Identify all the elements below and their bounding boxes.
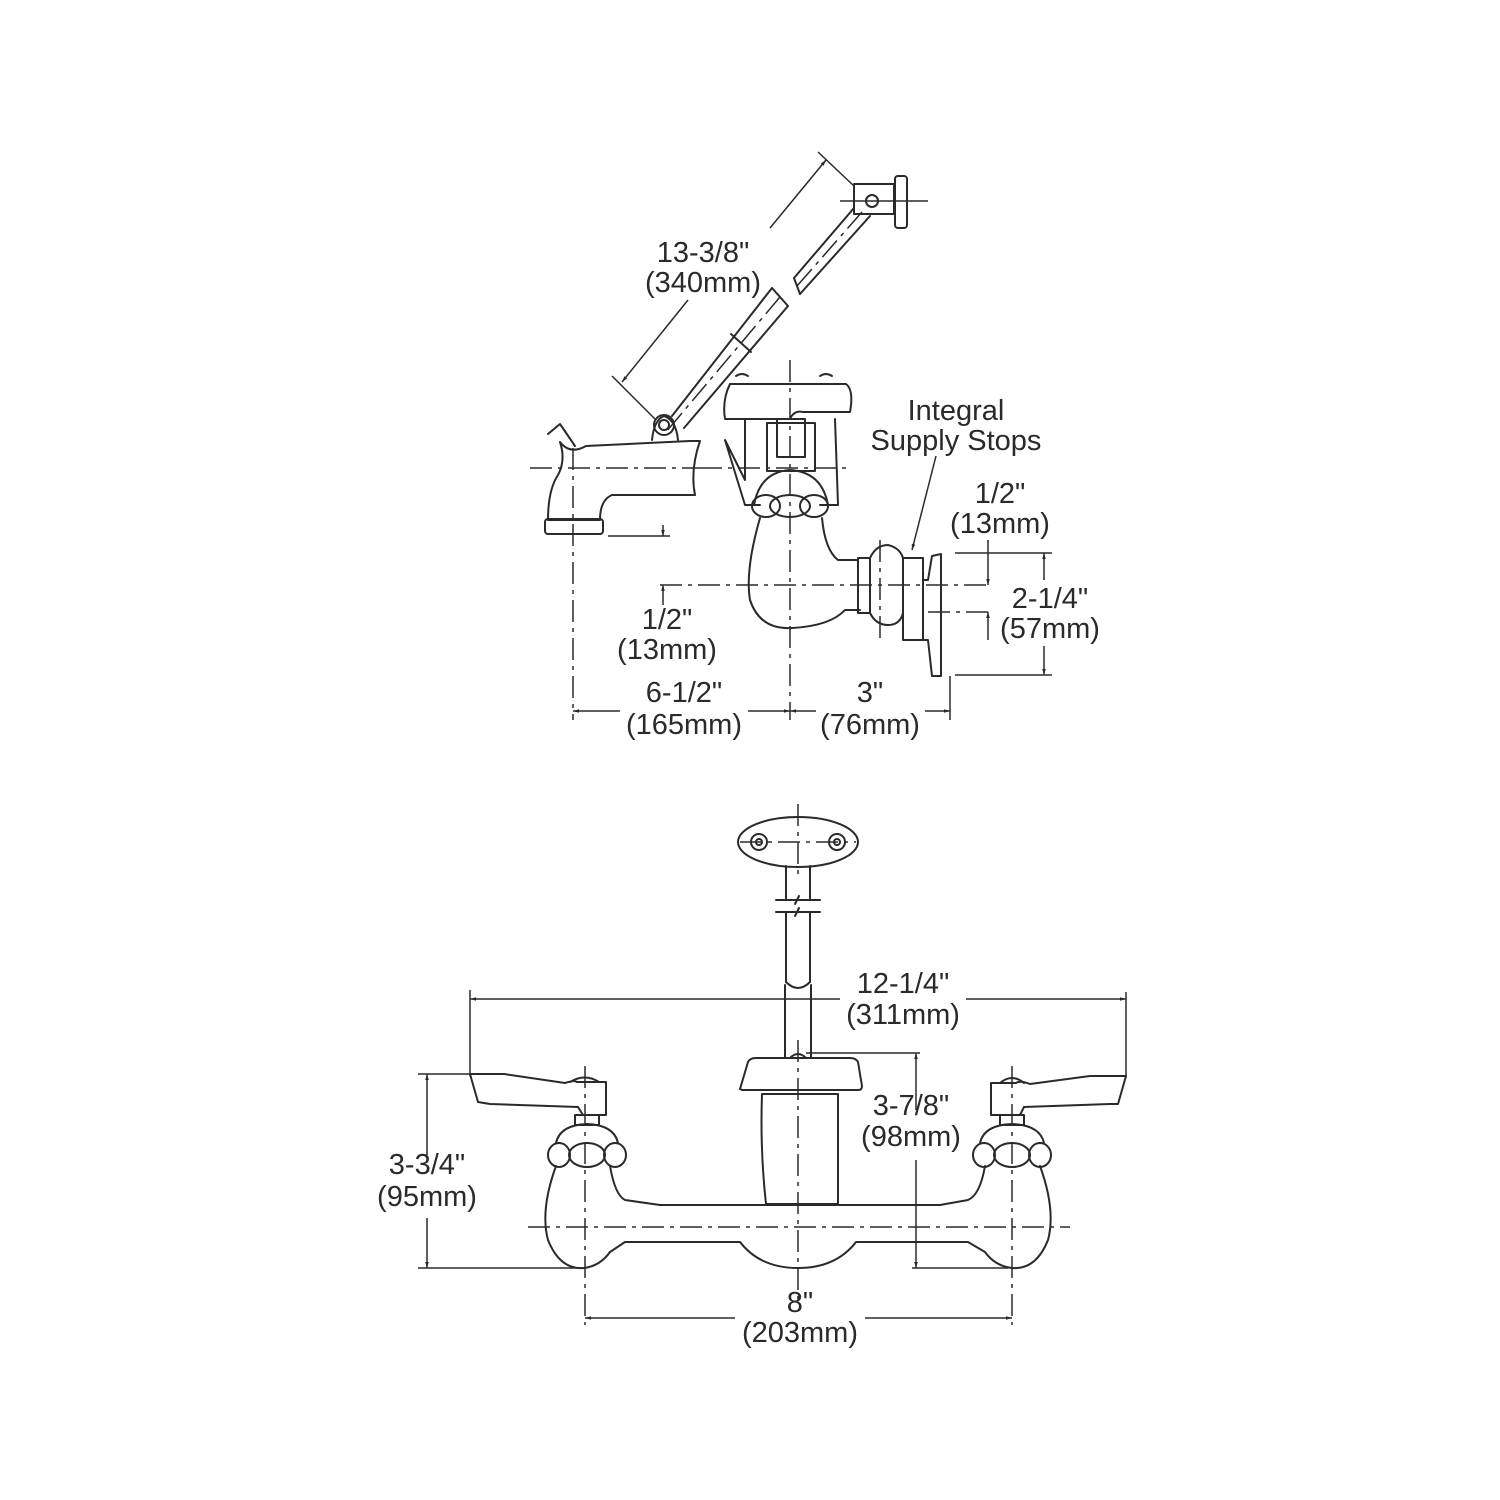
dim-label-inlet-offset-metric: (13mm) [950, 508, 1050, 540]
dimension-overall-width: 12-1/4" (311mm) [469, 968, 1127, 1076]
hose-wall-hook [737, 804, 859, 1059]
dimension-flange-height: 2-1/4" (57mm) [955, 552, 1100, 676]
dim-label-spout-reach-imperial: 6-1/2" [646, 677, 722, 709]
faucet-body [528, 1165, 1070, 1270]
dim-label-inlet-offset-imperial: 1/2" [975, 478, 1026, 510]
spout [530, 415, 701, 720]
dim-label-spout-drop-metric: (13mm) [617, 634, 717, 666]
dim-label-hose-length-imperial: 13-3/8" [657, 237, 750, 269]
front-view: 12-1/4" (311mm) 3-7/8" (98mm) 3-3/4" (95… [377, 804, 1127, 1349]
dim-label-flange-height-imperial: 2-1/4" [1012, 583, 1088, 615]
dim-label-handle-height-metric: (95mm) [377, 1181, 477, 1213]
dim-label-wall-offset-metric: (76mm) [820, 709, 920, 741]
dim-label-vacuum-breaker-height-imperial: 3-7/8" [873, 1090, 949, 1122]
dimension-spout-reach: 6-1/2" (165mm) [573, 677, 790, 741]
dimension-handle-height: 3-3/4" (95mm) [377, 1073, 584, 1269]
dimension-centers: 8" (203mm) [585, 1287, 1012, 1349]
dim-label-overall-width-imperial: 12-1/4" [857, 968, 950, 1000]
valve-body [700, 360, 861, 720]
right-lever-handle [972, 1066, 1127, 1325]
dimension-vacuum-breaker-height: 3-7/8" (98mm) [806, 1052, 1008, 1269]
dim-label-flange-height-metric: (57mm) [1000, 613, 1100, 645]
dimension-inlet-offset: 1/2" (13mm) [950, 478, 1050, 640]
callout-integral-supply-stops: Integral Supply Stops [871, 395, 1042, 551]
dim-label-overall-width-metric: (311mm) [846, 999, 960, 1031]
dim-label-handle-height-imperial: 3-3/4" [389, 1149, 465, 1181]
vacuum-breaker [739, 1040, 863, 1300]
hose-lower-segment [653, 287, 789, 436]
dim-label-hose-length-metric: (340mm) [645, 267, 761, 299]
dimension-spout-drop: 1/2" (13mm) [608, 525, 717, 666]
dim-label-wall-offset-imperial: 3" [857, 677, 883, 709]
left-lever-handle [469, 1066, 627, 1325]
dim-label-centers-imperial: 8" [787, 1287, 813, 1319]
hose-wall-bracket [840, 175, 928, 229]
dimension-wall-offset: 3" (76mm) [790, 676, 951, 741]
callout-line1: Integral [908, 395, 1005, 427]
dim-label-vacuum-breaker-height-metric: (98mm) [861, 1121, 961, 1153]
dim-label-centers-metric: (203mm) [742, 1317, 858, 1349]
hose-upper-segment [793, 207, 871, 295]
callout-line2: Supply Stops [871, 425, 1042, 457]
side-view: 13-3/8" (340mm) [530, 151, 1100, 741]
dim-label-spout-reach-metric: (165mm) [626, 709, 742, 741]
dimension-hose-length: 13-3/8" (340mm) [611, 151, 855, 421]
dim-label-spout-drop-imperial: 1/2" [642, 604, 693, 636]
integral-supply-stop [660, 540, 990, 677]
